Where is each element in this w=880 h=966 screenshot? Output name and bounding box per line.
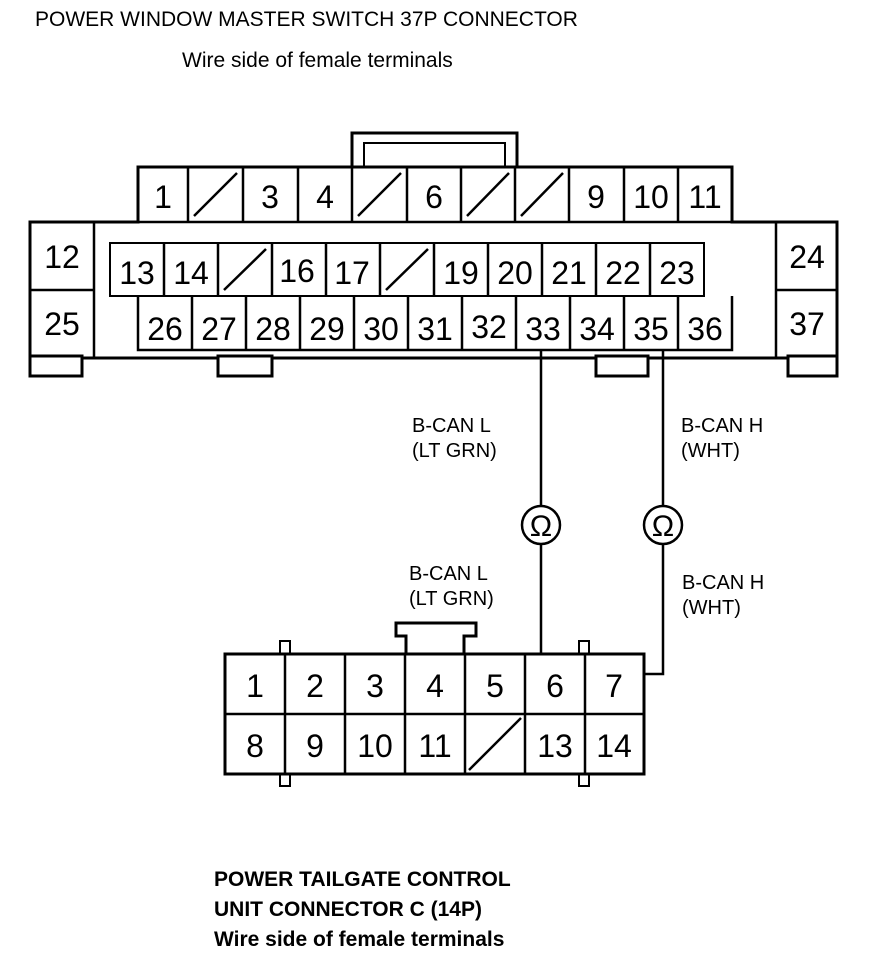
label-can-h-lower-color: (WHT) — [682, 597, 741, 619]
master-pin-30: 30 — [363, 311, 399, 347]
master-pin-32: 32 — [471, 309, 507, 345]
master-pin-24: 24 — [789, 239, 825, 275]
ohm-icon: Ω — [652, 510, 674, 543]
tailgate-pin-labels: 1 2 3 4 5 6 7 8 9 10 11 13 14 — [246, 668, 632, 764]
label-can-l-upper: B-CAN L — [412, 415, 491, 437]
master-connector-title: POWER WINDOW MASTER SWITCH 37P CONNECTOR — [35, 8, 578, 31]
master-foot-2 — [216, 354, 274, 378]
master-bottom-row-dividers — [190, 296, 680, 350]
master-pin-26: 26 — [147, 311, 183, 347]
ohmmeter-symbol-can-l: Ω — [520, 504, 562, 546]
master-top-row-dividers — [186, 167, 680, 222]
tailgate-connector-title-line2: UNIT CONNECTOR C (14P) — [214, 898, 482, 921]
master-pin-25: 25 — [44, 306, 80, 342]
wire-can-h-lower — [644, 544, 665, 676]
tailgate-pin-1: 1 — [246, 668, 264, 704]
tailgate-lock-tab — [394, 621, 478, 654]
tailgate-pin-3: 3 — [366, 668, 384, 704]
master-connector-subtitle: Wire side of female terminals — [182, 49, 453, 72]
tailgate-connector-title: POWER TAILGATE CONTROL — [214, 868, 511, 891]
master-pin-21: 21 — [551, 255, 587, 291]
master-pin-4: 4 — [316, 179, 334, 215]
tailgate-connector-subtitle: Wire side of female terminals — [214, 928, 504, 951]
master-bottom-row-frame — [136, 296, 734, 352]
master-foot-3 — [594, 354, 650, 378]
master-pin-27: 27 — [201, 311, 237, 347]
master-pin-6: 6 — [425, 179, 443, 215]
master-middle-row-dividers — [162, 243, 652, 296]
empty-cavity-5 — [357, 172, 402, 217]
label-can-h-upper: B-CAN H — [681, 415, 763, 437]
master-pin-31: 31 — [417, 311, 453, 347]
master-pin-33: 33 — [525, 311, 561, 347]
ohmmeter-symbol-can-h: Ω — [642, 504, 684, 546]
master-pin-28: 28 — [255, 311, 291, 347]
tailgate-pin-14: 14 — [596, 728, 632, 764]
empty-cavity-8 — [520, 172, 564, 217]
master-pin-14: 14 — [173, 255, 209, 291]
label-can-l-lower: B-CAN L — [409, 563, 488, 585]
master-pin-37: 37 — [789, 306, 825, 342]
empty-cavity-15 — [223, 248, 267, 291]
tailgate-pin-10: 10 — [357, 728, 393, 764]
label-can-l-lower-color: (LT GRN) — [409, 588, 494, 610]
ohmmeter-circle — [520, 504, 562, 546]
master-pin-12: 12 — [44, 239, 80, 275]
wiring: Ω Ω B-CAN L (LT GRN) B-CAN H (WHT) B-CAN… — [409, 350, 764, 676]
master-pin-13: 13 — [119, 255, 155, 291]
master-pin-19: 19 — [443, 255, 479, 291]
ohmmeter-circle — [642, 504, 684, 546]
tailgate-pin-7: 7 — [605, 668, 623, 704]
master-empty-cavities — [193, 172, 564, 217]
master-pin-29: 29 — [309, 311, 345, 347]
empty-cavity-18 — [385, 248, 429, 291]
tailgate-pin-4: 4 — [426, 668, 444, 704]
master-pin-23: 23 — [659, 255, 695, 291]
ohm-icon: Ω — [530, 510, 552, 543]
master-pin-labels: 1 3 4 6 9 10 11 12 13 14 16 17 19 20 21 … — [44, 179, 825, 347]
master-pin-35: 35 — [633, 311, 669, 347]
master-pin-16: 16 — [279, 253, 315, 289]
empty-cavity-12 — [468, 717, 522, 771]
master-pin-22: 22 — [605, 255, 641, 291]
tailgate-pin-6: 6 — [546, 668, 564, 704]
master-pin-3: 3 — [261, 179, 279, 215]
tailgate-pin-2: 2 — [306, 668, 324, 704]
tailgate-pin-9: 9 — [306, 728, 324, 764]
empty-cavity-7 — [466, 172, 510, 217]
tailgate-pin-13: 13 — [537, 728, 573, 764]
master-pin-10: 10 — [633, 179, 669, 215]
master-pin-17: 17 — [334, 255, 370, 291]
empty-cavity-2 — [193, 172, 238, 217]
label-can-h-lower: B-CAN H — [682, 572, 764, 594]
master-pin-9: 9 — [587, 179, 605, 215]
label-can-l-upper-color: (LT GRN) — [412, 440, 497, 462]
master-pin-1: 1 — [154, 179, 172, 215]
master-pin-34: 34 — [579, 311, 615, 347]
tailgate-pin-11: 11 — [418, 728, 451, 764]
tailgate-pin-5: 5 — [486, 668, 504, 704]
master-foot-1 — [28, 354, 84, 378]
master-pin-11: 11 — [688, 179, 721, 215]
label-can-h-upper-color: (WHT) — [681, 440, 740, 462]
tailgate-connector — [223, 621, 646, 787]
tailgate-pin-8: 8 — [246, 728, 264, 764]
master-pin-36: 36 — [687, 311, 723, 347]
master-pin-20: 20 — [497, 255, 533, 291]
master-foot-4 — [786, 354, 839, 378]
